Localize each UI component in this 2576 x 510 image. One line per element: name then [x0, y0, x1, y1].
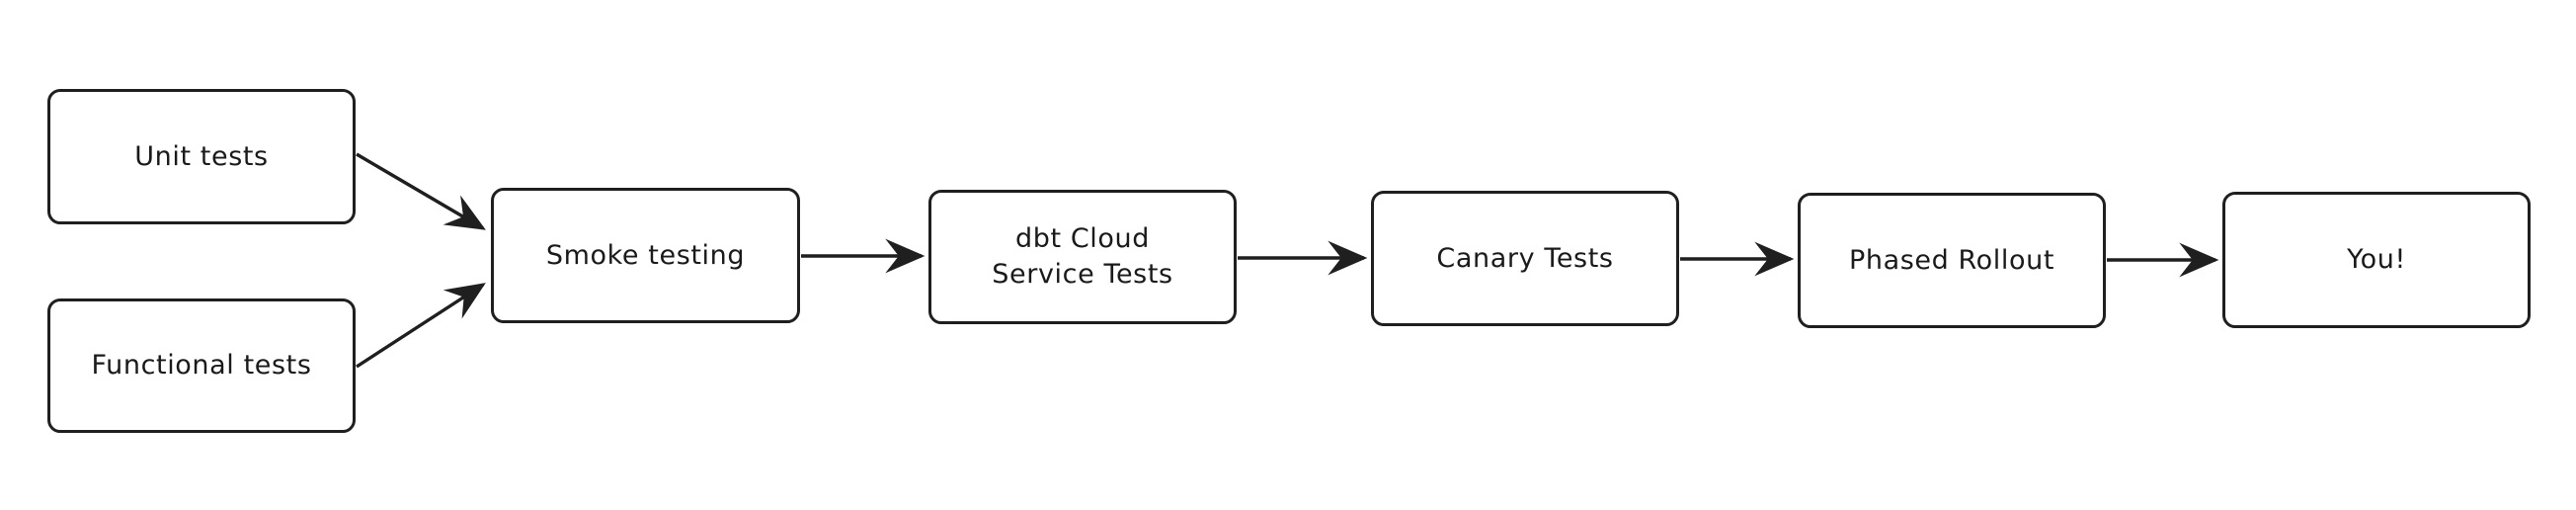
- node-label-functional-tests: Functional tests: [91, 350, 312, 382]
- node-unit-tests[interactable]: Unit tests: [47, 89, 356, 224]
- edge-unit-to-smoke: [356, 152, 486, 230]
- node-you[interactable]: You!: [2222, 192, 2531, 328]
- node-functional-tests[interactable]: Functional tests: [47, 298, 356, 433]
- node-canary-tests[interactable]: Canary Tests: [1371, 191, 1679, 326]
- node-label-you: You!: [2347, 244, 2406, 276]
- node-dbt-cloud-service-tests[interactable]: dbt Cloud Service Tests: [928, 190, 1237, 324]
- node-label-dbt-cloud-service-tests: dbt Cloud Service Tests: [992, 223, 1173, 290]
- node-label-unit-tests: Unit tests: [134, 140, 269, 172]
- node-smoke-testing[interactable]: Smoke testing: [491, 188, 800, 323]
- node-phased-rollout[interactable]: Phased Rollout: [1798, 193, 2106, 328]
- node-label-canary-tests: Canary Tests: [1436, 242, 1614, 274]
- node-label-smoke-testing: Smoke testing: [545, 239, 746, 271]
- edge-functional-to-smoke: [356, 283, 486, 369]
- node-label-phased-rollout: Phased Rollout: [1848, 244, 2055, 276]
